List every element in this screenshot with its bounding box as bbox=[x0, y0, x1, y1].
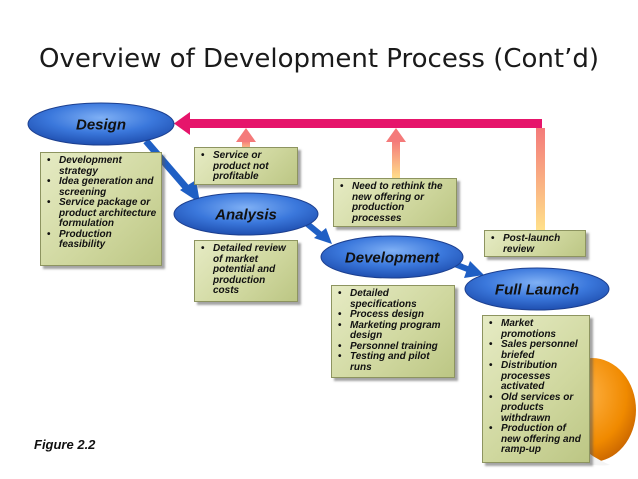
feedback-arrow-launch bbox=[536, 128, 545, 230]
bullet-item: Process design bbox=[336, 309, 451, 321]
stage-analysis: Analysis bbox=[173, 192, 319, 236]
bullet-item: Old services or products withdrawn bbox=[487, 392, 586, 425]
bullet-item: Detailed review of market potential and … bbox=[199, 243, 294, 297]
stage-full-launch: Full Launch bbox=[464, 267, 610, 311]
bullet-item: Service package or product architecture … bbox=[45, 197, 158, 230]
analysis-activities-list: Detailed review of market potential and … bbox=[199, 243, 294, 297]
feedback-arrow bbox=[174, 112, 542, 135]
stage-label-full-launch: Full Launch bbox=[495, 282, 579, 299]
full-launch-activities-list: Market promotionsSales personnel briefed… bbox=[487, 318, 586, 456]
development-activities-list: Detailed specificationsProcess designMar… bbox=[336, 288, 451, 373]
analysis-feedback-list: Service or product not profitable bbox=[199, 150, 294, 183]
stage-label-development: Development bbox=[345, 250, 440, 267]
design-activities-list: Development strategyIdea generation and … bbox=[45, 155, 158, 251]
bullet-item: Development strategy bbox=[45, 155, 158, 177]
launch-feedback-box: Post-launch review bbox=[484, 230, 586, 257]
development-feedback-list: Need to rethink the new offering or prod… bbox=[338, 181, 453, 224]
analysis-feedback-box: Service or product not profitable bbox=[194, 147, 298, 185]
development-feedback-box: Need to rethink the new offering or prod… bbox=[333, 178, 457, 227]
figure-label: Figure 2.2 bbox=[34, 437, 96, 452]
bullet-item: Marketing program design bbox=[336, 320, 451, 342]
analysis-activities-box: Detailed review of market potential and … bbox=[194, 240, 298, 302]
bullet-item: Testing and pilot runs bbox=[336, 351, 451, 373]
full-launch-activities-box: Market promotionsSales personnel briefed… bbox=[482, 315, 590, 463]
bullet-item: Need to rethink the new offering or prod… bbox=[338, 181, 453, 224]
launch-feedback-list: Post-launch review bbox=[489, 233, 582, 255]
bullet-item: Idea generation and screening bbox=[45, 176, 158, 198]
bullet-item: Production feasibility bbox=[45, 229, 158, 251]
stage-label-analysis: Analysis bbox=[214, 207, 277, 224]
flow-arrow-analysis-development bbox=[303, 219, 332, 244]
flow-arrow-design-analysis bbox=[143, 138, 200, 203]
bullet-item: Production of new offering and ramp-up bbox=[487, 423, 586, 456]
stage-label-design: Design bbox=[76, 117, 126, 134]
bullet-item: Sales personnel briefed bbox=[487, 339, 586, 361]
bullet-item: Post-launch review bbox=[489, 233, 582, 255]
bullet-item: Market promotions bbox=[487, 318, 586, 340]
design-activities-box: Development strategyIdea generation and … bbox=[40, 152, 162, 266]
feedback-arrow-analysis bbox=[236, 128, 256, 152]
bullet-item: Personnel training bbox=[336, 341, 451, 353]
feedback-arrow-development bbox=[386, 128, 406, 179]
bullet-item: Distribution processes activated bbox=[487, 360, 586, 393]
stage-development: Development bbox=[320, 235, 464, 279]
bullet-item: Service or product not profitable bbox=[199, 150, 294, 183]
bullet-item: Detailed specifications bbox=[336, 288, 451, 310]
slide-title: Overview of Development Process (Cont’d) bbox=[39, 44, 599, 74]
development-activities-box: Detailed specificationsProcess designMar… bbox=[331, 285, 455, 378]
stage-design: Design bbox=[27, 102, 175, 146]
